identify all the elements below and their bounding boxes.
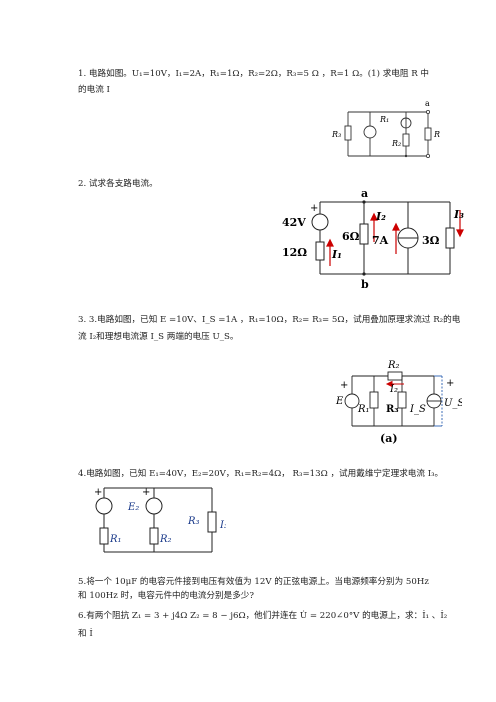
fig4-label-r1: R₁ <box>109 534 122 545</box>
question-5-line-1: 5.将一个 10μF 的电容元件接到电压有效值为 12V 的正弦电源上。当电源频… <box>78 577 429 587</box>
fig3-label-is: I_S <box>409 404 426 415</box>
fig3-plus-left: + <box>340 380 348 391</box>
fig4-label-r3: R₃ <box>187 516 200 527</box>
question-5-line-2: 和 100Hz 时，电容元件中的电流分别是多少? <box>78 591 254 601</box>
question-2-text: 2. 试求各支路电流。 <box>78 179 158 189</box>
circuit-figure-4: + E₁ + E₂ R₁ R₂ R₃ I₃ <box>94 487 226 553</box>
fig2-label-12ohm: 12Ω <box>282 246 307 259</box>
fig4-label-r2: R₂ <box>159 534 172 545</box>
fig2-label-i3: I₃ <box>453 208 464 221</box>
question-3-line-1: 3. 3.电路如图，已知 E =10V、I_S =1A ，R₁=10Ω，R₂= … <box>78 315 461 325</box>
fig1-label-r3: R₃ <box>331 130 341 139</box>
fig3-label-r3: R₃ <box>386 404 399 415</box>
fig4-plus-e1: + <box>94 487 102 498</box>
fig4-plus-e2: + <box>142 487 150 498</box>
fig1-label-a: a <box>425 99 430 108</box>
question-6-line-1: 6.有两个阻抗 Z₁ = 3 + j4Ω Z₂ = 8 − j6Ω，他们并连在 … <box>78 611 448 621</box>
fig2-label-i1: I₁ <box>331 248 342 261</box>
question-4-text: 4.电路如图，已知 E₁=40V，E₂=20V，R₁=R₂=4Ω， R₃=13Ω… <box>78 469 444 479</box>
fig2-node-a: a <box>361 188 368 200</box>
question-3-line-2: 流 I₂和理想电流源 I_S 两端的电压 U_S。 <box>78 332 239 342</box>
fig2-label-6ohm: 6Ω <box>342 230 360 243</box>
fig3-plus-right: + <box>446 378 454 389</box>
fig1-label-r1: R₁ <box>379 115 389 124</box>
fig3-label-r1: R₁ <box>357 404 370 415</box>
fig2-plus: + <box>310 203 318 214</box>
question-1-line-2: 的电流 I <box>78 85 110 95</box>
fig3-label-us: U_S <box>444 398 462 409</box>
circuit-figure-2: a b + 42V 12Ω I₁ 6Ω I₂ 7A 3Ω I₃ <box>282 188 464 291</box>
fig2-label-3ohm: 3Ω <box>422 234 440 247</box>
fig2-label-7a: 7A <box>372 234 389 247</box>
fig4-label-e2: E₂ <box>127 502 139 513</box>
fig1-label-r: R <box>433 130 440 139</box>
fig2-node-b: b <box>361 278 369 291</box>
question-1-line-1: 1. 电路如图。U₁=10V，I₁=2A，R₁=1Ω，R₂=2Ω，R₃=5 Ω … <box>78 69 430 79</box>
circuit-figure-1: a R₁ R₃ R₂ R <box>331 99 440 159</box>
question-6-line-2: 和 İ <box>78 629 93 639</box>
fig4-label-i3: I₃ <box>219 520 226 531</box>
circuit-figure-3: R₂ I₂ + E R₁ R₃ I_S + U_S (a) <box>335 360 462 444</box>
fig3-label-r2: R₂ <box>387 360 400 371</box>
fig2-label-i2: I₂ <box>375 210 386 223</box>
fig1-label-r2: R₂ <box>391 139 401 148</box>
fig2-label-42v: 42V <box>282 216 306 229</box>
fig3-caption: (a) <box>380 432 398 444</box>
fig3-label-e: E <box>335 396 344 407</box>
fig3-label-i2: I₂ <box>389 384 398 395</box>
